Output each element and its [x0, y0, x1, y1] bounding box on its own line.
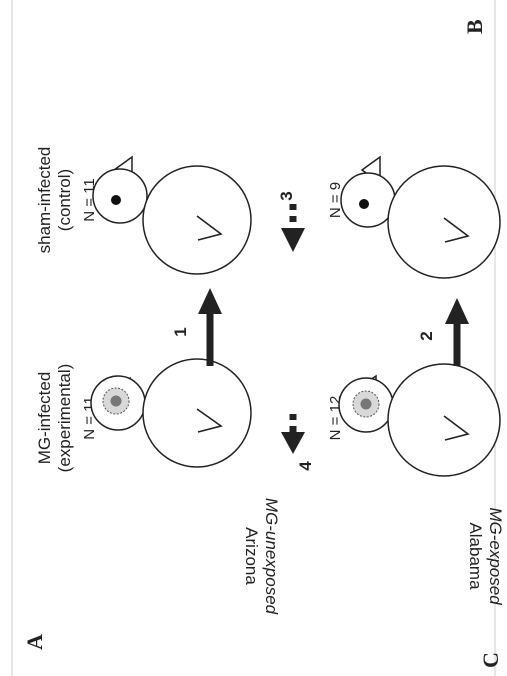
group-label-mg-infected-line1: MG-infected	[35, 372, 54, 465]
arrow-label-3: 3	[277, 191, 296, 200]
infected-eye-center	[361, 399, 372, 410]
arrow-2-solid	[445, 298, 469, 366]
arrow-1-solid	[198, 288, 222, 366]
population-status-arizona: MG-unexposed	[262, 498, 281, 615]
panel-label-b: B	[462, 19, 487, 34]
arrow-label-2: 2	[417, 331, 436, 340]
arrow-4-dotted	[281, 414, 305, 454]
bird-body	[143, 359, 251, 467]
bird-body	[388, 166, 500, 278]
arrow-3-dotted	[281, 204, 305, 252]
group-label-sham-infected-line2: (control)	[55, 169, 74, 231]
bird-head	[93, 169, 147, 223]
bird-body	[388, 364, 500, 476]
bird-head	[341, 173, 395, 227]
group-label-sham-infected-line1: sham-infected	[35, 147, 54, 254]
arrow-label-1: 1	[171, 327, 190, 336]
healthy-eye	[359, 199, 369, 209]
group-label-mg-infected-line2: (experimental)	[55, 364, 74, 473]
bird-arizona-sham	[93, 157, 251, 274]
panel-label-a: A	[22, 634, 47, 650]
population-location-arizona: Arizona	[242, 527, 261, 585]
bird-body	[143, 166, 251, 274]
bird-alabama-sham	[341, 157, 500, 278]
population-status-alabama: MG-exposed	[486, 507, 505, 605]
population-location-alabama: Alabama	[466, 522, 485, 590]
infected-eye-center	[111, 396, 122, 407]
bird-alabama-infected	[339, 364, 500, 476]
healthy-eye	[111, 195, 121, 205]
arrow-label-4: 4	[296, 461, 315, 471]
panel-label-c: C	[478, 652, 503, 668]
bird-arizona-infected	[91, 359, 251, 467]
